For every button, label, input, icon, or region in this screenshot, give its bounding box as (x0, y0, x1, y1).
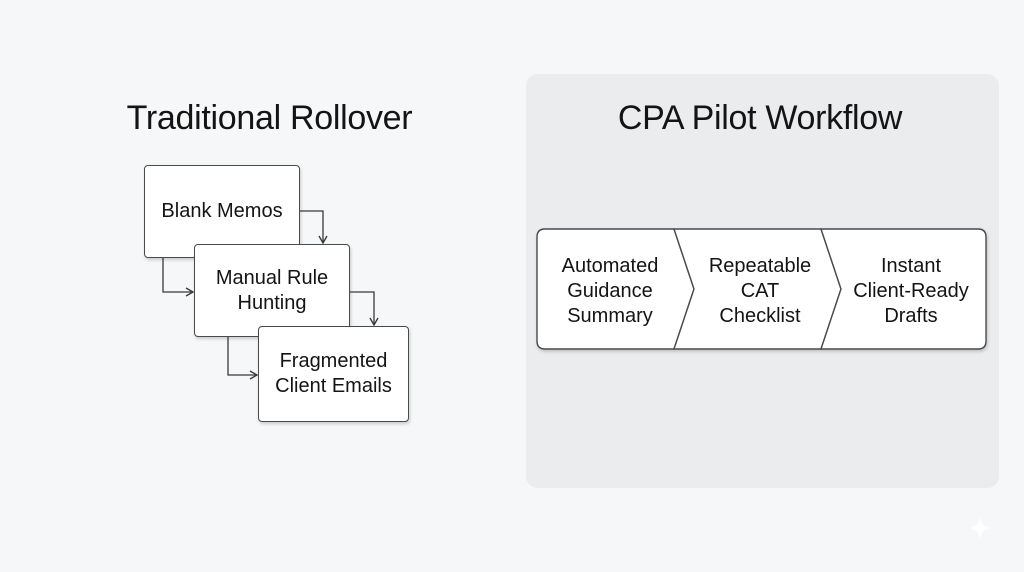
cpa-pilot-workflow-title: CPA Pilot Workflow (617, 99, 903, 137)
connector-arrow (350, 291, 379, 327)
blank-memos-box: Blank Memos (144, 165, 300, 258)
fragmented-client-emails-box: Fragmented Client Emails (258, 326, 409, 422)
sparkle-icon (968, 516, 992, 540)
connector-arrow (227, 337, 259, 380)
manual-rule-hunting-box: Manual Rule Hunting (194, 244, 350, 337)
automated-guidance-summary-step: Automated Guidance Summary (561, 255, 659, 327)
traditional-rollover-title: Traditional Rollover (126, 99, 413, 137)
connector-arrow (300, 210, 328, 245)
connector-arrow (162, 258, 195, 297)
instant-client-ready-drafts-step: Instant Client-Ready Drafts (853, 255, 969, 327)
repeatable-cat-checklist-step: Repeatable CAT Checklist (708, 255, 812, 327)
